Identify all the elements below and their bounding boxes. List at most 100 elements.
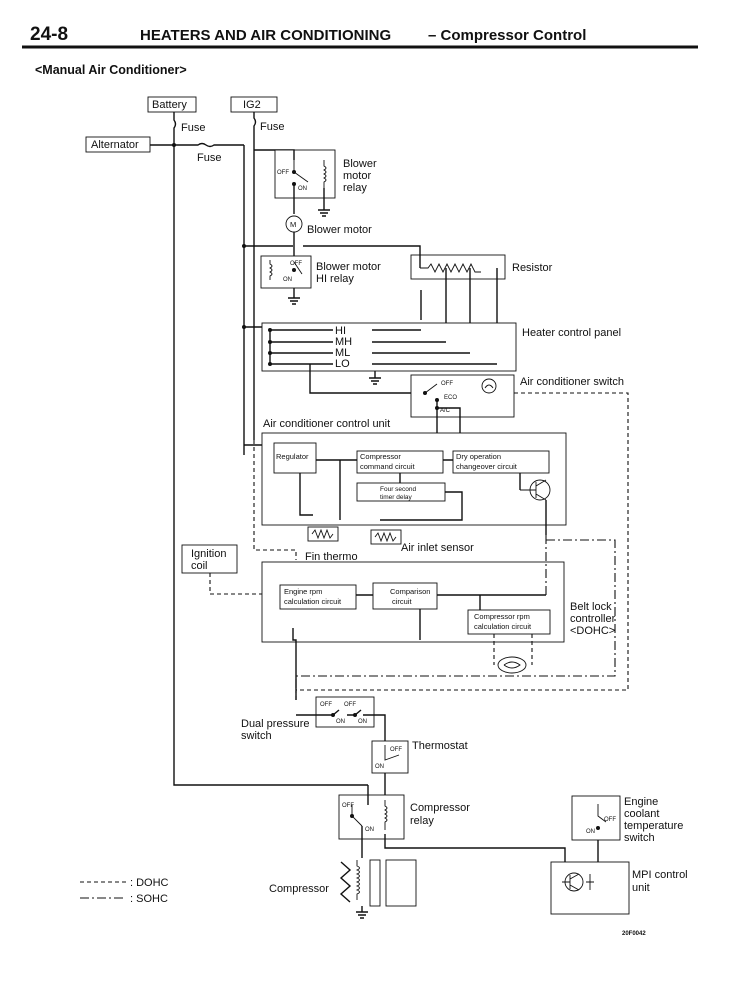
svg-text:circuit: circuit xyxy=(392,597,413,606)
coolant-label: Engine xyxy=(624,796,658,808)
air-inlet-thermistor xyxy=(370,529,402,545)
speed-hi: HI xyxy=(335,325,346,337)
battery-trunk-wire xyxy=(173,140,368,786)
coolant-label: switch xyxy=(624,832,655,844)
svg-text:coil: coil xyxy=(191,560,208,572)
belt-lock-internal-wires xyxy=(356,594,546,640)
resistor xyxy=(410,254,506,280)
svg-text:ON: ON xyxy=(283,277,292,283)
svg-text:ON: ON xyxy=(336,719,345,725)
svg-text:OFF: OFF xyxy=(344,702,356,708)
ac-unit-label: Air conditioner control unit xyxy=(263,418,390,430)
engine-rpm-block: Engine rpm calculation circuit xyxy=(279,584,357,610)
coolant-label: coolant xyxy=(624,808,659,820)
svg-text:ON: ON xyxy=(358,719,367,725)
resistor-label: Resistor xyxy=(512,262,553,274)
blower-relay-label: relay xyxy=(343,182,367,194)
svg-text:Battery: Battery xyxy=(152,99,187,111)
svg-text:OFF: OFF xyxy=(441,381,453,387)
svg-text:A/C: A/C xyxy=(440,408,451,414)
timer-block: Four second timer delay xyxy=(356,482,446,502)
page-number: 24-8 xyxy=(30,24,68,45)
fin-thermo-label: Fin thermo xyxy=(305,551,358,563)
hi-relay-label: Blower motor xyxy=(316,261,381,273)
svg-text:OFF: OFF xyxy=(604,817,616,823)
svg-text:OFF: OFF xyxy=(290,261,302,267)
thermostat: OFF ON xyxy=(371,740,409,774)
svg-text:Dry operation: Dry operation xyxy=(456,452,501,461)
comp-relay-label: Compressor xyxy=(410,802,470,814)
blower-motor-label: Blower motor xyxy=(307,224,372,236)
battery-box: Battery xyxy=(147,96,197,113)
speed-lo: LO xyxy=(335,358,350,370)
belt-lock-label: Belt lock xyxy=(570,601,612,613)
compressor-relay: OFF ON xyxy=(338,794,405,840)
compressor-rpm-sensor xyxy=(497,656,527,674)
battery-fuse-label: Fuse xyxy=(181,122,205,134)
blower-motor: M xyxy=(285,215,303,233)
panel-to-switch-wire xyxy=(309,364,425,394)
ignition-coil-box: Ignition coil xyxy=(181,544,238,574)
ac-switch-dohc-wire xyxy=(296,392,629,691)
compressor-label: Compressor xyxy=(269,883,329,895)
svg-text:Ignition: Ignition xyxy=(191,548,226,560)
svg-text:ECO: ECO xyxy=(444,395,457,401)
svg-text:Compressor rpm: Compressor rpm xyxy=(474,612,530,621)
svg-text:changeover circuit: changeover circuit xyxy=(456,462,518,471)
dual-pressure-label: Dual pressure xyxy=(241,718,309,730)
figure-code: 20F0042 xyxy=(622,931,646,937)
svg-text:ON: ON xyxy=(586,829,595,835)
svg-text:Engine rpm: Engine rpm xyxy=(284,587,322,596)
regulator-block: Regulator xyxy=(273,442,317,474)
svg-text:Four second: Four second xyxy=(380,486,417,493)
comp-rpm-block: Compressor rpm calculation circuit xyxy=(467,609,551,635)
svg-text:ON: ON xyxy=(298,186,307,192)
ignition-dohc-wire xyxy=(209,573,262,595)
resistor-feed-wire xyxy=(303,245,421,268)
page-title: HEATERS AND AIR CONDITIONING xyxy=(140,27,391,44)
legend: : DOHC : SOHC xyxy=(80,877,169,905)
belt-lock-label: controller xyxy=(570,613,616,625)
alternator-box: Alternator xyxy=(85,136,151,153)
ac-switch-label: Air conditioner switch xyxy=(520,376,624,388)
legend-dohc: : DOHC xyxy=(130,877,169,889)
svg-text:calculation circuit: calculation circuit xyxy=(284,597,342,606)
svg-text:calculation circuit: calculation circuit xyxy=(474,622,532,631)
coolant-label: temperature xyxy=(624,820,683,832)
svg-text:Comparison: Comparison xyxy=(390,587,430,596)
fin-thermo-thermistor xyxy=(307,526,339,542)
page-section: – Compressor Control xyxy=(428,27,586,44)
transistor xyxy=(520,479,551,501)
hi-relay-label: HI relay xyxy=(316,273,354,285)
svg-text:command circuit: command circuit xyxy=(360,462,416,471)
coolant-temp-switch: OFF ON xyxy=(571,795,621,841)
diagram-subtitle: <Manual Air Conditioner> xyxy=(35,63,187,77)
ig2-dohc-wire xyxy=(253,440,297,560)
svg-text:Alternator: Alternator xyxy=(91,139,139,151)
dual-pressure-label: switch xyxy=(241,730,272,742)
belt-lock-out-wire xyxy=(292,628,297,700)
ac-switch: OFF ECO A/C xyxy=(410,374,515,418)
dual-pressure-wires xyxy=(296,714,386,745)
dual-pressure-switch: OFF OFF ON ON xyxy=(315,696,375,728)
svg-text:ON: ON xyxy=(365,827,374,833)
air-inlet-label: Air inlet sensor xyxy=(401,542,474,554)
mpi-label: unit xyxy=(632,882,650,894)
thermostat-label: Thermostat xyxy=(412,740,468,752)
comp-relay-label: relay xyxy=(410,815,434,827)
heater-control-panel: HI MH ML LO xyxy=(261,322,517,372)
blower-relay-label: motor xyxy=(343,170,371,182)
compressor xyxy=(339,859,417,919)
panel-ground xyxy=(369,371,381,385)
belt-lock-label: <DOHC> xyxy=(570,625,615,637)
comp-command-block: Compressor command circuit xyxy=(356,450,444,474)
speed-ml: ML xyxy=(335,347,350,359)
blower-hi-relay: OFF ON xyxy=(260,255,312,305)
svg-text:Compressor: Compressor xyxy=(360,452,401,461)
legend-sohc: : SOHC xyxy=(130,893,168,905)
blower-motor-relay: OFF ON xyxy=(274,149,336,217)
ig2-fuse xyxy=(253,112,257,140)
battery-fuse xyxy=(173,112,177,140)
unit-internal-wires xyxy=(299,459,463,521)
